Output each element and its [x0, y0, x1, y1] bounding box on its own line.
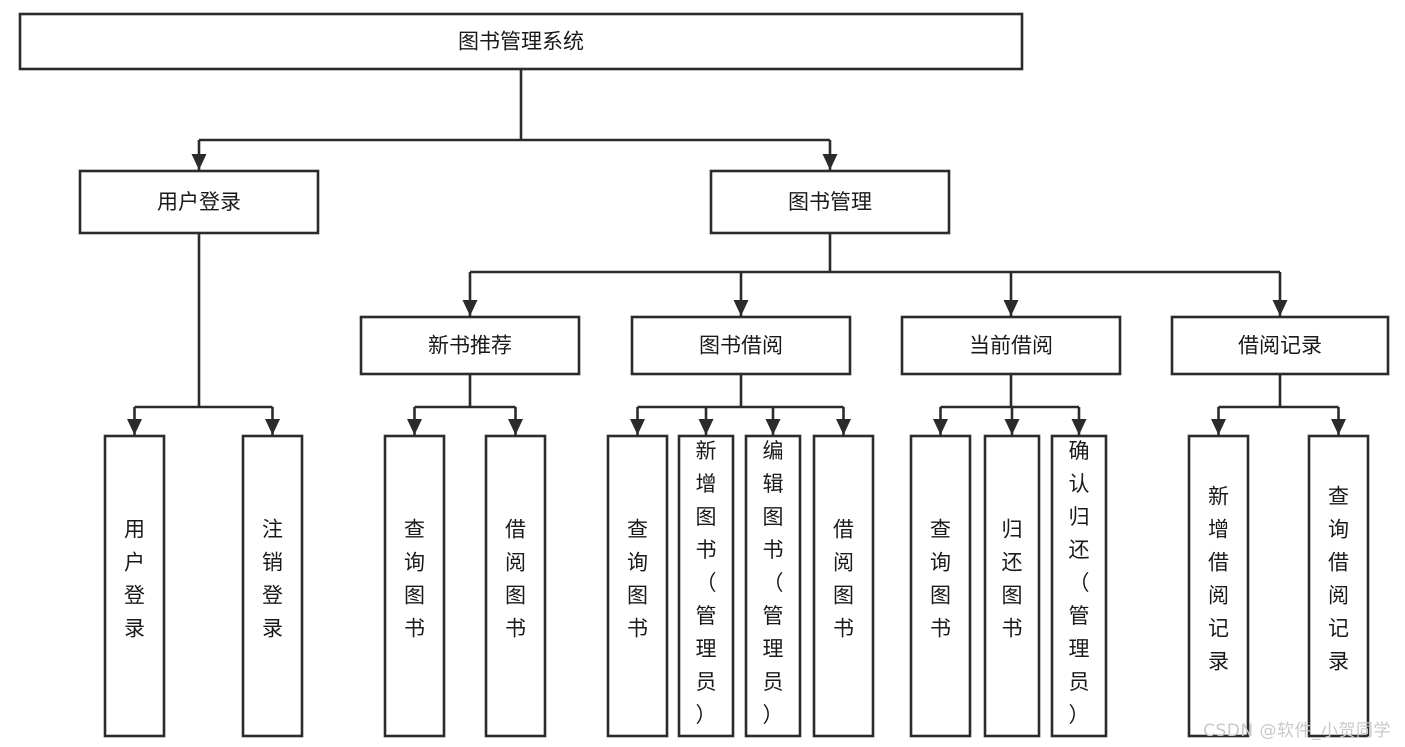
arrow-head-icon: [407, 419, 422, 435]
node-box[interactable]: [812, 434, 875, 738]
node-level3-图书借阅[interactable]: 图书借阅: [630, 315, 852, 376]
node-box[interactable]: [1170, 315, 1390, 376]
node-box[interactable]: [78, 169, 320, 235]
node-label: 借阅图书: [505, 518, 526, 641]
node-label: 图书管理: [788, 190, 872, 214]
node-leaf-9[interactable]: 归还图书: [983, 434, 1041, 738]
node-box[interactable]: [606, 434, 669, 738]
node-box[interactable]: [900, 315, 1122, 376]
node-leaf-2[interactable]: 查询图书: [383, 434, 446, 738]
arrow-head-icon: [127, 419, 142, 435]
node-box[interactable]: [241, 434, 304, 738]
arrow-head-icon: [1071, 419, 1087, 435]
node-label: 归还图书: [1002, 518, 1023, 641]
node-box[interactable]: [484, 434, 547, 738]
node-root[interactable]: 图书管理系统: [18, 12, 1024, 71]
arrow-head-icon: [1272, 300, 1288, 316]
arrow-head-icon: [822, 154, 838, 170]
node-level2-图书管理[interactable]: 图书管理: [709, 169, 951, 235]
node-leaf-12[interactable]: 查询借阅记录: [1307, 434, 1370, 738]
node-label: 用户登录: [157, 190, 241, 214]
node-level3-借阅记录[interactable]: 借阅记录: [1170, 315, 1390, 376]
node-box[interactable]: [359, 315, 581, 376]
arrow-head-icon: [733, 300, 749, 316]
node-box[interactable]: [909, 434, 972, 738]
watermark-label: CSDN @软件_小贺同学: [1203, 721, 1391, 741]
node-box[interactable]: [709, 169, 951, 235]
node-label: 注销登录: [262, 518, 283, 641]
node-leaf-11[interactable]: 新增借阅记录: [1187, 434, 1250, 738]
node-leaf-8[interactable]: 查询图书: [909, 434, 972, 738]
node-label: 编辑图书（管理员）: [763, 439, 784, 727]
node-label: 查询图书: [930, 518, 951, 641]
node-box[interactable]: [1187, 434, 1250, 738]
node-box[interactable]: [1307, 434, 1370, 738]
node-box[interactable]: [103, 434, 166, 738]
node-label: 图书借阅: [699, 334, 783, 358]
connectors-layer: [127, 69, 1346, 435]
node-box[interactable]: [383, 434, 446, 738]
node-box[interactable]: [1050, 434, 1108, 738]
arrow-head-icon: [191, 154, 207, 170]
nodes-layer: 图书管理系统用户登录图书管理新书推荐图书借阅当前借阅借阅记录用户登录注销登录查询…: [18, 12, 1390, 738]
node-box[interactable]: [18, 12, 1024, 71]
arrow-head-icon: [836, 419, 851, 435]
arrow-head-icon: [1004, 419, 1020, 435]
node-label: 确认归还（管理员）: [1069, 439, 1090, 727]
node-level3-新书推荐[interactable]: 新书推荐: [359, 315, 581, 376]
node-level3-当前借阅[interactable]: 当前借阅: [900, 315, 1122, 376]
arrow-head-icon: [462, 300, 478, 316]
arrow-head-icon: [630, 419, 645, 435]
node-label: 查询图书: [404, 518, 425, 641]
arrow-head-icon: [508, 419, 523, 435]
node-label: 借阅图书: [833, 518, 854, 641]
node-leaf-4[interactable]: 查询图书: [606, 434, 669, 738]
arrow-head-icon: [933, 419, 948, 435]
node-leaf-0[interactable]: 用户登录: [103, 434, 166, 738]
node-leaf-10[interactable]: 确认归还（管理员）: [1050, 434, 1108, 738]
arrow-head-icon: [1003, 300, 1019, 316]
arrow-head-icon: [698, 419, 714, 435]
arrow-head-icon: [765, 419, 781, 435]
node-label: 新增借阅记录: [1208, 485, 1229, 674]
node-box[interactable]: [677, 434, 735, 738]
node-label: 用户登录: [124, 518, 145, 641]
node-leaf-5[interactable]: 新增图书（管理员）: [677, 434, 735, 738]
node-label: 借阅记录: [1238, 334, 1322, 358]
node-leaf-6[interactable]: 编辑图书（管理员）: [744, 434, 802, 738]
node-leaf-7[interactable]: 借阅图书: [812, 434, 875, 738]
node-label: 图书管理系统: [458, 30, 584, 54]
node-leaf-3[interactable]: 借阅图书: [484, 434, 547, 738]
node-leaf-1[interactable]: 注销登录: [241, 434, 304, 738]
node-label: 新增图书（管理员）: [696, 439, 717, 727]
node-label: 查询图书: [627, 518, 648, 641]
node-box[interactable]: [630, 315, 852, 376]
node-label: 新书推荐: [428, 334, 512, 358]
node-level2-用户登录[interactable]: 用户登录: [78, 169, 320, 235]
node-label: 查询借阅记录: [1328, 485, 1349, 674]
arrow-head-icon: [1331, 419, 1346, 435]
arrow-head-icon: [265, 419, 280, 435]
arrow-head-icon: [1211, 419, 1226, 435]
node-label: 当前借阅: [969, 334, 1053, 358]
node-box[interactable]: [983, 434, 1041, 738]
node-box[interactable]: [744, 434, 802, 738]
